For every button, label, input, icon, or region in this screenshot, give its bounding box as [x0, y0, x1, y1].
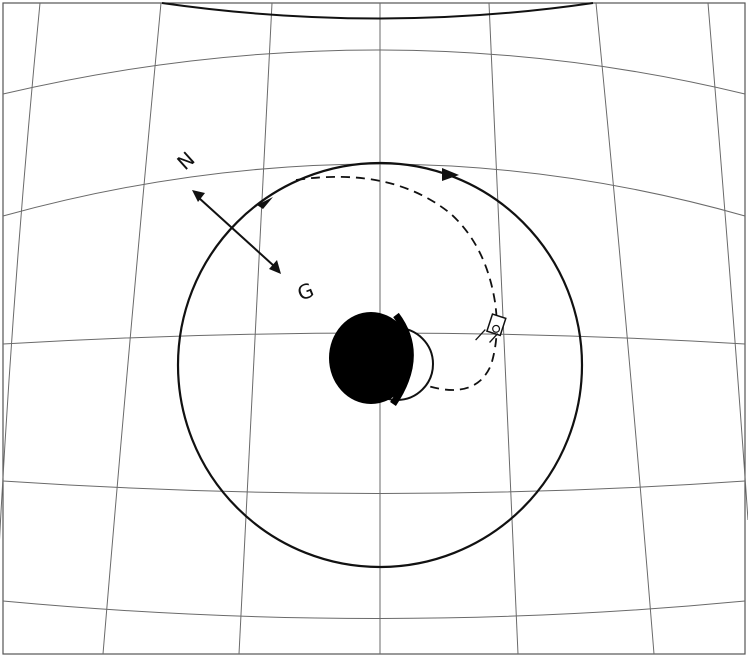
orientation-arrow: [192, 190, 281, 274]
label-g: G: [294, 278, 317, 306]
longitude-line: [102, 2, 162, 655]
orbit-circle: [176, 161, 584, 569]
spacecraft-trajectory: [295, 175, 498, 391]
satellite-icon: [475, 313, 507, 343]
latitude-line: [2, 480, 746, 494]
latitude-line: [2, 163, 746, 217]
longitude-line: [488, 2, 519, 655]
longitude-line: [595, 2, 655, 655]
longitude-line: [0, 2, 41, 540]
orbit-arrow: [442, 168, 459, 181]
upper-boundary-arc: [161, 2, 594, 20]
longitude-line: [238, 2, 273, 655]
longitude-line: [707, 2, 748, 521]
orbit-arrow: [257, 197, 273, 209]
label-n: N: [172, 147, 199, 175]
latitude-line: [2, 600, 746, 619]
moon-icon: [329, 312, 434, 406]
latitude-line: [2, 49, 746, 95]
